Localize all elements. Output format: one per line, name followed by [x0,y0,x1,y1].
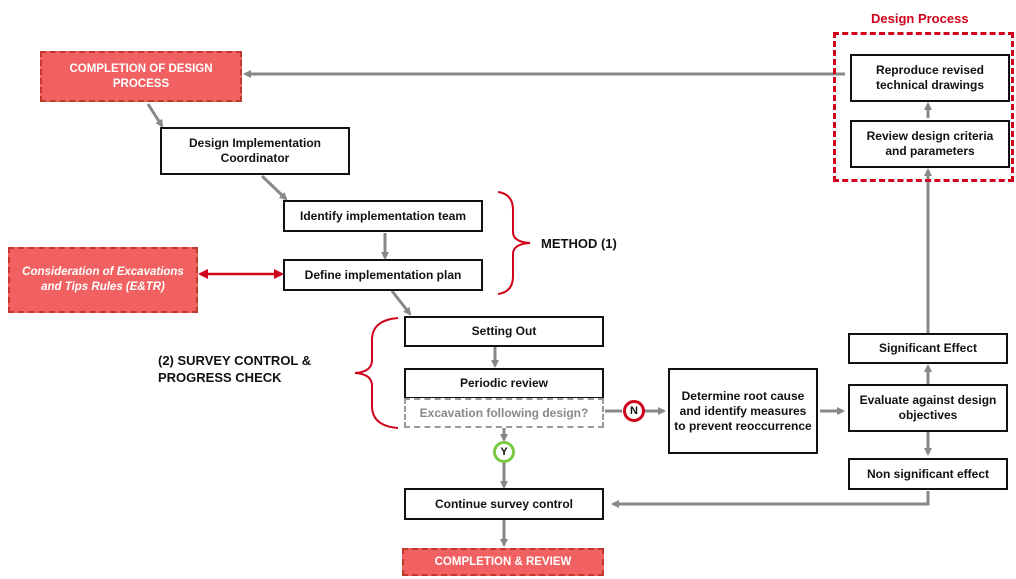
no-decision-circle: N [623,400,645,422]
survey-brace [354,317,399,429]
arrow-coordinator-to-team [260,174,288,201]
method-brace [497,191,531,295]
non-significant-effect-box: Non significant effect [848,458,1008,490]
setting-out-box: Setting Out [404,316,604,347]
arrow-completion-to-coordinator [146,103,164,128]
design-process-frame [833,32,1014,182]
completion-design-box: COMPLETION OF DESIGN PROCESS [40,51,242,102]
evaluate-box: Evaluate against design objectives [848,384,1008,432]
identify-team-box: Identify implementation team [283,200,483,232]
coordinator-box: Design Implementation Coordinator [160,127,350,175]
significant-effect-box: Significant Effect [848,333,1008,364]
reproduce-drawings-box: Reproduce revised technical drawings [850,54,1010,102]
yes-decision-circle: Y [493,441,515,463]
define-plan-box: Define implementation plan [283,259,483,291]
continue-survey-box: Continue survey control [404,488,604,520]
root-cause-box: Determine root cause and identify measur… [668,368,818,454]
periodic-review-box: Periodic review [404,368,604,399]
survey-control-label: (2) SURVEY CONTROL & PROGRESS CHECK [158,353,312,385]
review-criteria-box: Review design criteria and parameters [850,120,1010,168]
excavation-check-box: Excavation following design? [404,398,604,428]
etr-box: Consideration of Excavations and Tips Ru… [8,247,198,313]
design-process-title: Design Process [871,11,969,26]
arrow-plan-to-setting [390,290,412,316]
method-label: METHOD (1) [541,236,617,251]
arrow-nonsignificant-to-continue [611,491,930,508]
completion-review-box: COMPLETION & REVIEW [402,548,604,576]
